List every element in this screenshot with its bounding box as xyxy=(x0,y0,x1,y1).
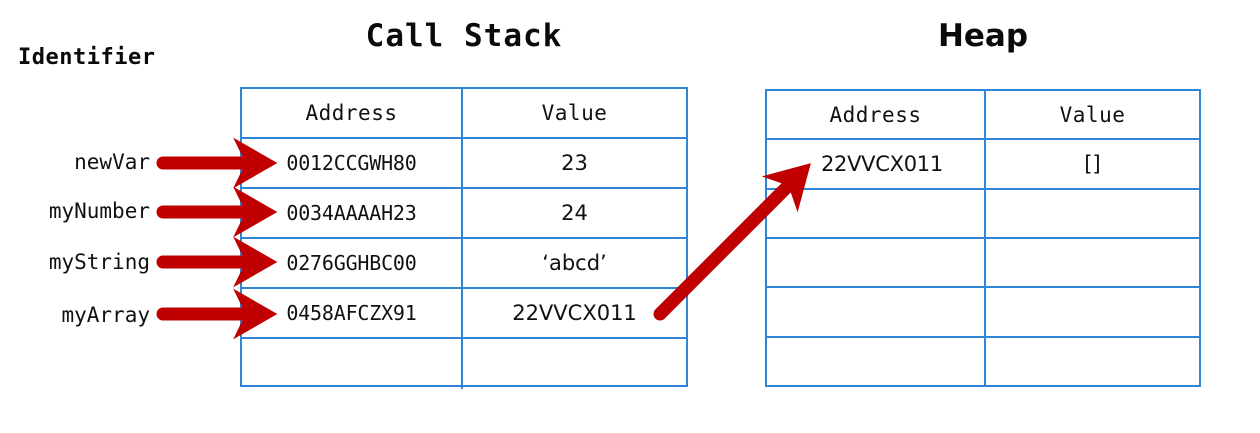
table-row: 0012CCGWH80 23 xyxy=(242,139,686,189)
heap-header-value: Value xyxy=(1059,102,1126,127)
call-stack-value-cell xyxy=(463,339,686,389)
call-stack-value-cell: 23 xyxy=(561,151,588,175)
identifier-column-label: Identifier xyxy=(18,45,156,70)
call-stack-header-address: Address xyxy=(242,89,463,137)
table-row-empty xyxy=(242,339,686,389)
heap-value-cell xyxy=(986,288,1199,335)
heap-header-address: Address xyxy=(767,91,986,139)
call-stack-title: Call Stack xyxy=(365,18,563,54)
table-header-row: Address Value xyxy=(242,89,686,139)
heap-address-cell xyxy=(767,288,986,336)
identifier-mystring: myString xyxy=(48,250,150,274)
heap-value-cell xyxy=(986,338,1199,387)
identifier-mynumber: myNumber xyxy=(48,199,150,223)
table-row: 0458AFCZX91 22VVCX011 xyxy=(242,289,686,339)
call-stack-value-cell: ‘abcd’ xyxy=(542,251,607,275)
table-row: 22VVCX011 [] xyxy=(767,140,1199,190)
call-stack-address-cell: 0458AFCZX91 xyxy=(242,289,463,337)
heap-value-cell xyxy=(986,239,1199,286)
identifier-newvar: newVar xyxy=(74,150,150,174)
heap-address-cell xyxy=(767,238,986,287)
call-stack-address-cell: 0034AAAAH23 xyxy=(242,189,463,237)
heap-address-cell xyxy=(767,337,986,387)
call-stack-address-cell: 0012CCGWH80 xyxy=(242,139,463,187)
table-row: 0276GGHBC00 ‘abcd’ xyxy=(242,239,686,289)
table-row-empty xyxy=(767,238,1199,289)
heap-address-cell: 22VVCX011 xyxy=(767,140,986,188)
identifier-myarray: myArray xyxy=(61,303,150,327)
call-stack-header-value: Value xyxy=(541,101,608,125)
call-stack-table: Address Value 0012CCGWH80 23 0034AAAAH23… xyxy=(240,87,688,389)
heap-value-cell: [] xyxy=(1084,151,1101,176)
heap-title: Heap xyxy=(937,18,1029,54)
heap-value-cell xyxy=(986,190,1199,237)
heap-address-cell xyxy=(767,189,986,237)
call-stack-address-cell xyxy=(242,339,463,389)
table-row-empty xyxy=(767,337,1199,387)
call-stack-value-cell: 24 xyxy=(561,201,588,225)
heap-table: Address Value 22VVCX011 [] xyxy=(765,89,1201,387)
table-row-empty xyxy=(767,189,1199,239)
table-row-empty xyxy=(767,288,1199,338)
call-stack-value-cell: 22VVCX011 xyxy=(512,301,637,325)
table-row: 0034AAAAH23 24 xyxy=(242,189,686,239)
table-header-row: Address Value xyxy=(767,91,1199,141)
call-stack-address-cell: 0276GGHBC00 xyxy=(242,239,463,287)
